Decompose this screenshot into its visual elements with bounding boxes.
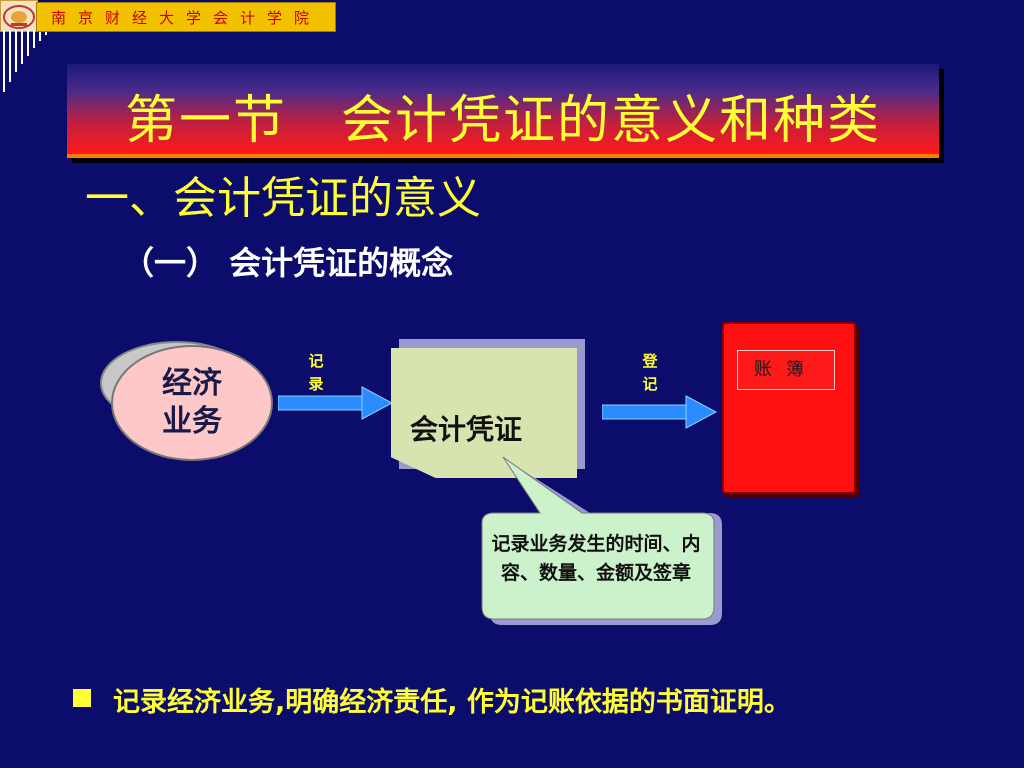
arrow-post-icon: [602, 395, 718, 429]
square-bullet-icon: [73, 689, 91, 707]
voucher-label: 会计凭证: [410, 413, 523, 446]
ledger-book: [722, 322, 856, 494]
business-oval: 经济业务: [111, 345, 273, 461]
definition-text: 记录经济业务,明确经济责任, 作为记账依据的书面证明。: [113, 687, 791, 718]
school-emblem-icon: [3, 5, 35, 29]
voucher-shape: [391, 348, 577, 478]
slide-title: 第一节 会计凭证的意义和种类: [124, 91, 881, 151]
school-logo: [0, 0, 38, 32]
callout-text: 记录业务发生的时间、内容、数量、金额及签章: [491, 533, 701, 584]
decorative-stripes: [3, 30, 47, 92]
business-label: 经济业务: [162, 366, 222, 439]
voucher-callout: [481, 456, 722, 625]
arrow-record-label: 记录: [308, 352, 324, 393]
title-bar: 第一节 会计凭证的意义和种类: [67, 64, 939, 158]
ledger-label: 账簿: [737, 350, 835, 390]
school-name-banner: 南京财经大学会计学院: [36, 2, 336, 32]
arrow-record-icon: [278, 386, 394, 420]
arrow-post-label: 登记: [642, 352, 658, 393]
section-heading: 一、会计凭证的意义: [85, 173, 481, 224]
subsection-heading: （一） 会计凭证的概念: [122, 244, 454, 282]
